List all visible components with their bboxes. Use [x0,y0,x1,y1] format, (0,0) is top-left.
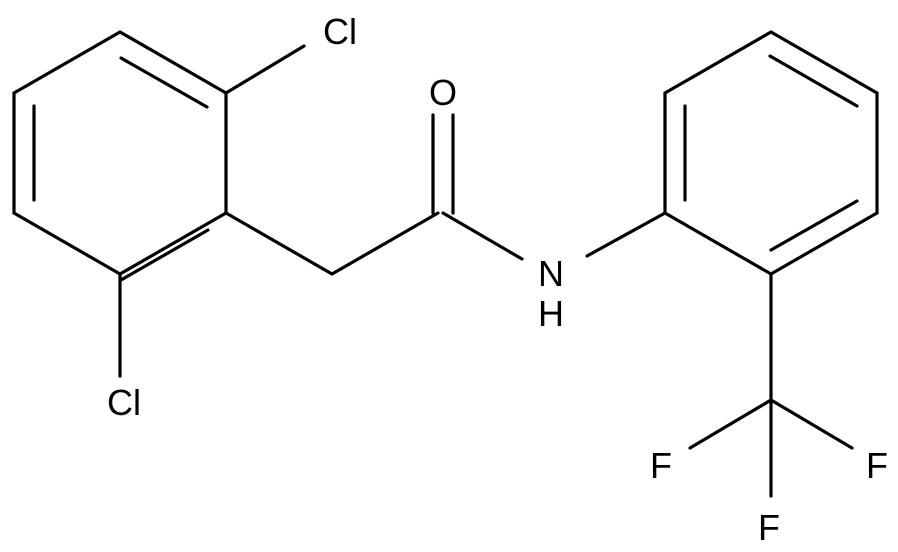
bond [585,211,667,258]
bond [688,398,773,450]
bond [769,199,859,252]
atom-label-hydrogen: H [538,293,564,334]
atom-label-cl-bottom: Cl [107,382,141,423]
bond [119,228,210,282]
bond [224,211,334,276]
bond [663,211,773,276]
bond-c-cl-top [224,44,306,95]
trifluoromethyl-group [688,272,854,498]
bond [12,211,122,276]
bond [119,56,209,109]
atom-label-cl-top: Cl [323,11,357,52]
dichlorophenyl-ring [12,30,228,282]
atom-label-nitrogen: N [538,253,564,294]
bond [441,211,524,261]
bond [769,30,879,95]
atom-label-fluorine-right: F [866,445,888,486]
bond [330,211,440,276]
bond [768,54,859,108]
bond [12,30,122,95]
bond [769,211,879,276]
trifluoromethylphenyl-ring [663,30,879,276]
atom-label-fluorine-bottom: F [758,507,780,548]
bond [118,211,228,276]
bond [118,30,228,95]
bond [663,30,773,95]
atom-label-oxygen: O [429,72,457,113]
acetamide-linker [224,113,667,276]
atom-label-fluorine-left: F [650,445,672,486]
bond [769,398,854,450]
